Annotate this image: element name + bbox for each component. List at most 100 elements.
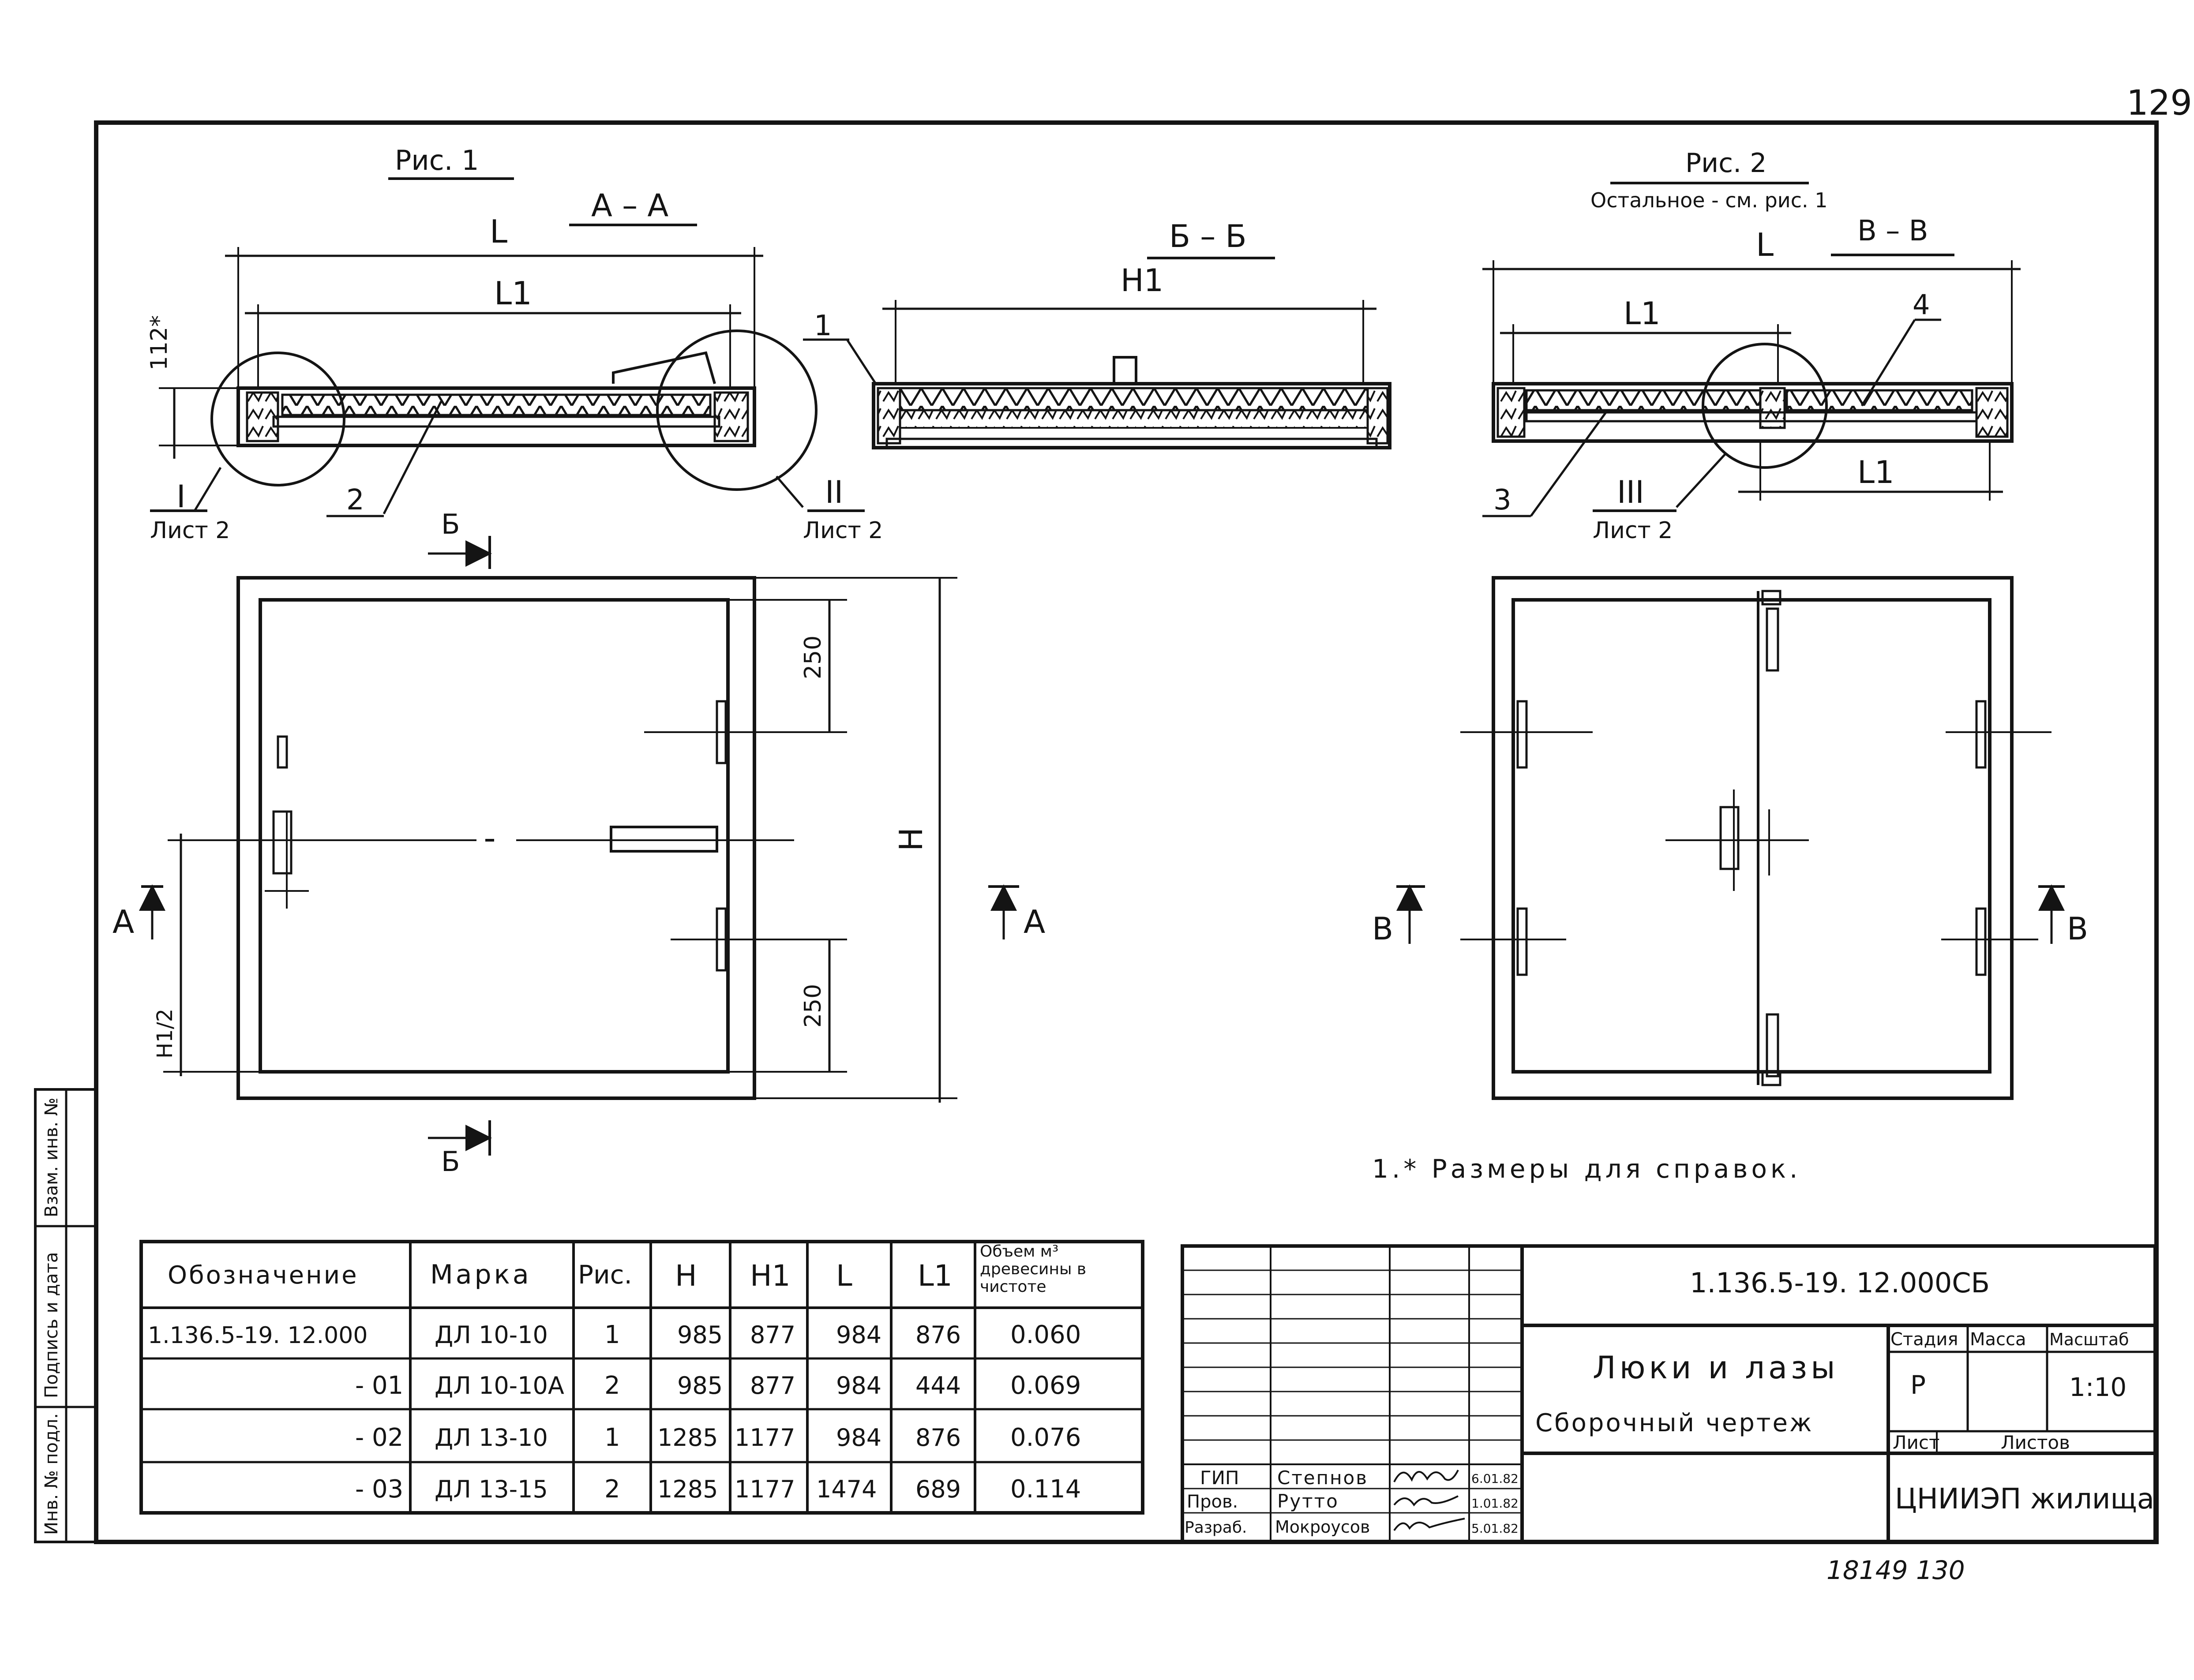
cut-b-bottom: Б (441, 1145, 460, 1178)
node-II-sheet: Лист 2 (803, 517, 883, 544)
fig2-plan: В В (1372, 576, 2088, 1100)
role-dev: Разраб. (1185, 1519, 1247, 1537)
cell-mark: ДЛ 10-10 (435, 1321, 548, 1349)
side-stamp-inv: Инв. № подл. (41, 1413, 62, 1535)
sheet-label: Лист (1893, 1432, 1939, 1453)
cell-volume: 0.069 (1010, 1371, 1081, 1400)
section-vv-label: В – В (1857, 215, 1928, 247)
signature-check (1393, 1495, 1459, 1507)
node-I-sheet: Лист 2 (150, 517, 230, 544)
node-I-label: I (176, 479, 186, 515)
cell-L1: 689 (915, 1475, 961, 1503)
cell-H: 985 (677, 1321, 723, 1349)
side-stamp-replace: Взам. инв. № (41, 1097, 62, 1217)
node-II-label: II (825, 474, 843, 510)
fig1-dim-L1: L1 (494, 275, 532, 312)
cell-fig: 1 (604, 1321, 620, 1349)
cell-designation: - 01 (355, 1371, 403, 1400)
cell-mark: ДЛ 13-15 (435, 1475, 548, 1503)
cell-H: 1285 (657, 1475, 718, 1503)
cell-H: 985 (677, 1372, 723, 1399)
scale-value: 1:10 (2069, 1372, 2126, 1402)
cut-v-right: В (2067, 911, 2088, 947)
side-stamp: Инв. № подл. Подпись и дата Взам. инв. № (34, 1088, 98, 1543)
fig2-dim-L: L (1756, 226, 1774, 263)
cut-v-left: В (1372, 911, 1393, 947)
cut-a-right: А (1024, 903, 1045, 940)
title-block: ГИП Степнов 6.01.82 Пров. Рутто 1.01.82 … (1181, 1244, 2157, 1543)
table-row: - 02 ДЛ 13-10 1 1285 1177 984 876 0.076 (355, 1423, 1081, 1452)
cell-fig: 1 (604, 1423, 620, 1452)
col-header-volume: Объем м³ древесины в чистоте (980, 1243, 1087, 1296)
detail-circle-II (656, 329, 818, 491)
drawing-code: 1.136.5-19. 12.000СБ (1690, 1267, 1990, 1299)
cell-volume: 0.060 (1010, 1321, 1081, 1349)
date-dev: 5.01.82 (1471, 1521, 1519, 1536)
fig1-section-aa: Рис. 1 А – А L L1 112* I Лист 2 II (146, 144, 883, 544)
col-header-L: L (836, 1259, 852, 1293)
cell-L1: 876 (915, 1424, 961, 1452)
name-check: Рутто (1277, 1490, 1339, 1512)
role-gip: ГИП (1200, 1467, 1239, 1489)
role-check: Пров. (1187, 1492, 1238, 1512)
table-row: - 03 ДЛ 13-15 2 1285 1177 1474 689 0.114 (355, 1475, 1081, 1504)
col-header-H1: H1 (750, 1259, 791, 1293)
callout-4: 4 (1913, 288, 1930, 321)
spec-table: Обозначение Марка Рис. H H1 L L1 Объем м… (139, 1240, 1144, 1515)
cell-designation: - 02 (355, 1423, 403, 1452)
cell-designation: 1.136.5-19. 12.000 (148, 1322, 368, 1349)
cell-L: 1474 (816, 1475, 877, 1503)
cell-H1: 1177 (735, 1424, 795, 1452)
callout-2: 2 (346, 484, 364, 516)
cell-L: 984 (836, 1321, 881, 1349)
cell-mark: ДЛ 10-10А (435, 1372, 564, 1399)
col-header-H: H (675, 1259, 697, 1293)
name-dev: Мокроусов (1275, 1517, 1370, 1537)
date-check: 1.01.82 (1471, 1496, 1519, 1511)
fig1-dim-250-bottom: 250 (800, 984, 826, 1028)
table-row: 1.136.5-19. 12.000 ДЛ 10-10 1 985 877 98… (148, 1321, 1081, 1349)
section-aa-label: А – А (591, 187, 668, 224)
node-III-sheet: Лист 2 (1593, 517, 1673, 544)
fig2-section-vv: Рис. 2 Остальное - см. рис. 1 В – В L L1… (1482, 148, 2021, 544)
cell-L: 984 (836, 1424, 881, 1452)
drawing-frame (94, 120, 2159, 1544)
cell-H1: 877 (750, 1372, 795, 1399)
callout-3: 3 (1493, 484, 1511, 516)
fig2-dim-L1-left: L1 (1624, 296, 1661, 332)
fig2-dim-L1-right: L1 (1857, 454, 1894, 490)
callout-1: 1 (814, 310, 832, 342)
fig1-title: Рис. 1 (395, 144, 479, 176)
cell-volume: 0.076 (1010, 1423, 1081, 1452)
fig1-section-bb: Б – Б H1 1 (803, 218, 1391, 449)
scale-label: Масштаб (2049, 1330, 2129, 1349)
fig1-dim-112: 112* (146, 315, 173, 370)
fig1-dim-H1: H1 (1121, 262, 1163, 299)
col-header-L1: L1 (918, 1259, 953, 1293)
date-gip: 6.01.82 (1471, 1471, 1519, 1486)
col-header-designation: Обозначение (168, 1261, 359, 1290)
fig1-dim-H: H (893, 827, 930, 851)
reference-note: 1.* Размеры для справок. (1372, 1154, 1801, 1184)
fig1-dim-L: L (490, 213, 507, 250)
cell-L1: 876 (915, 1321, 961, 1349)
col-header-mark: Марка (430, 1259, 532, 1290)
signature-gip (1393, 1470, 1459, 1482)
fig1-dim-250-top: 250 (800, 636, 826, 679)
cell-L1: 444 (915, 1372, 961, 1399)
sheet-number: 129 (2126, 83, 2192, 123)
cell-fig: 2 (604, 1371, 620, 1400)
table-row: - 01 ДЛ 10-10А 2 985 877 984 444 0.069 (355, 1371, 1081, 1400)
detail-circle-I (210, 352, 345, 486)
sheets-label: Листов (2001, 1432, 2070, 1453)
mass-label: Масса (1970, 1329, 2026, 1350)
col-header-fig: Рис. (578, 1260, 632, 1290)
fig2-subtitle: Остальное - см. рис. 1 (1590, 188, 1828, 212)
spec-table-rows: 1.136.5-19. 12.000 ДЛ 10-10 1 985 877 98… (148, 1321, 1081, 1504)
signature-dev (1393, 1518, 1465, 1531)
stage-value: Р (1910, 1370, 1926, 1400)
fig2-title: Рис. 2 (1685, 148, 1766, 179)
drawing-name-line1: Люки и лазы (1593, 1350, 1838, 1386)
cell-H1: 877 (750, 1321, 795, 1349)
section-bb-label: Б – Б (1169, 218, 1247, 254)
